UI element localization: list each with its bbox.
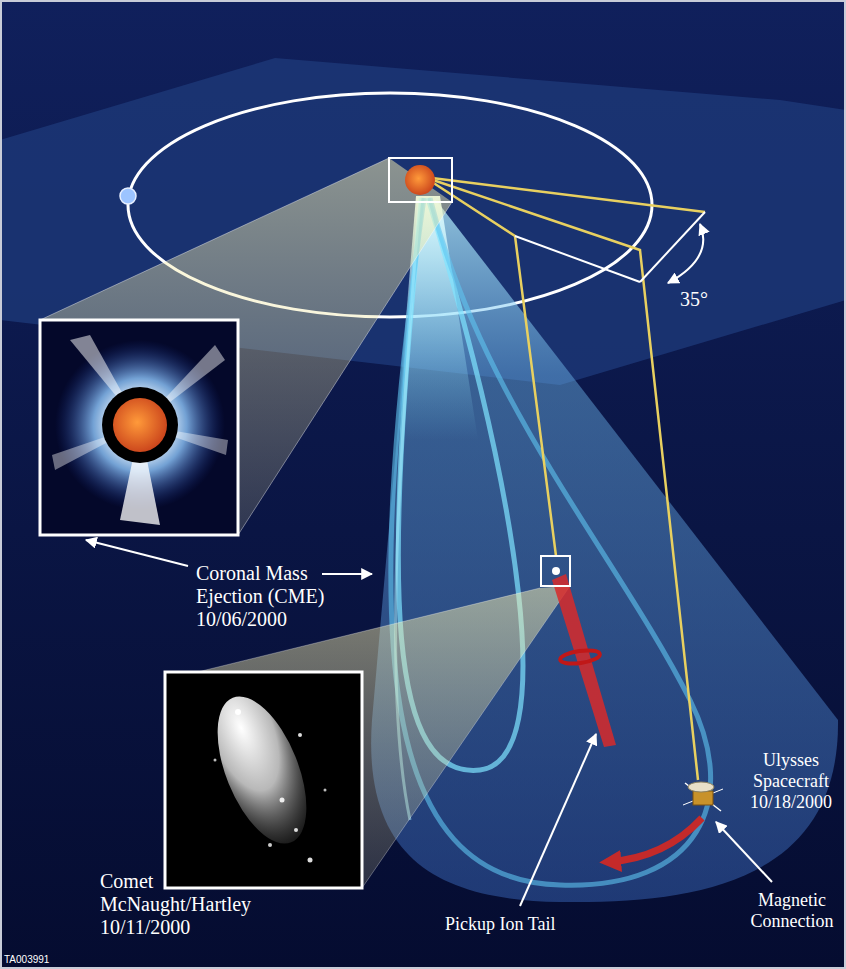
sun bbox=[405, 165, 435, 195]
zoom-line bbox=[362, 586, 570, 888]
dish bbox=[688, 782, 714, 792]
boom bbox=[685, 783, 721, 811]
comet-label: Comet McNaught/Hartley 10/11/2000 bbox=[100, 870, 265, 939]
connection-label: Magnetic Connection bbox=[742, 890, 842, 932]
comet-image bbox=[199, 684, 326, 862]
spacecraft-label: Ulysses Spacecraft 10/18/2000 bbox=[740, 750, 842, 813]
zoom-cone bbox=[165, 586, 570, 888]
cme-label: Coronal Mass Ejection (CME) 10/06/2000 bbox=[196, 562, 346, 631]
pickup-ion-tail bbox=[552, 574, 616, 747]
comet-inset bbox=[165, 672, 362, 888]
leader-arrow bbox=[86, 540, 188, 566]
angle-line bbox=[640, 212, 705, 282]
star bbox=[268, 843, 272, 847]
leader-arrow bbox=[322, 573, 372, 575]
field-line bbox=[432, 182, 556, 556]
zoom-line bbox=[40, 158, 389, 320]
star bbox=[308, 858, 313, 863]
angle-arc bbox=[668, 224, 703, 283]
inset-frame bbox=[165, 672, 362, 888]
leader-arrow bbox=[520, 734, 596, 906]
zoom-box bbox=[541, 556, 570, 586]
cme-image bbox=[52, 335, 228, 525]
star bbox=[235, 709, 241, 715]
sun-image bbox=[113, 398, 167, 452]
angle-label: 35° bbox=[680, 288, 708, 311]
inset-frame bbox=[40, 320, 238, 535]
zoom-cone bbox=[40, 158, 452, 535]
zoom-line bbox=[238, 202, 452, 535]
tail-ring bbox=[559, 648, 600, 665]
ulysses-spacecraft bbox=[683, 782, 723, 811]
field-line bbox=[433, 180, 698, 780]
star bbox=[214, 759, 217, 762]
tail-label: Pickup Ion Tail bbox=[445, 914, 555, 935]
star bbox=[324, 789, 327, 792]
field-line bbox=[432, 178, 705, 212]
watermark: TA003991 bbox=[4, 954, 49, 966]
star bbox=[280, 798, 285, 803]
cme-inset bbox=[40, 320, 238, 535]
body bbox=[693, 791, 713, 805]
zoom-box bbox=[389, 158, 452, 202]
comet bbox=[552, 567, 560, 575]
motion-arrow bbox=[608, 818, 702, 862]
cme-loop bbox=[391, 198, 711, 885]
star bbox=[294, 828, 298, 832]
earth bbox=[120, 188, 136, 204]
star bbox=[298, 733, 302, 737]
comet-coma bbox=[199, 684, 324, 856]
occulter bbox=[102, 387, 178, 463]
leader-arrow bbox=[716, 822, 772, 882]
angle-line bbox=[515, 236, 640, 282]
